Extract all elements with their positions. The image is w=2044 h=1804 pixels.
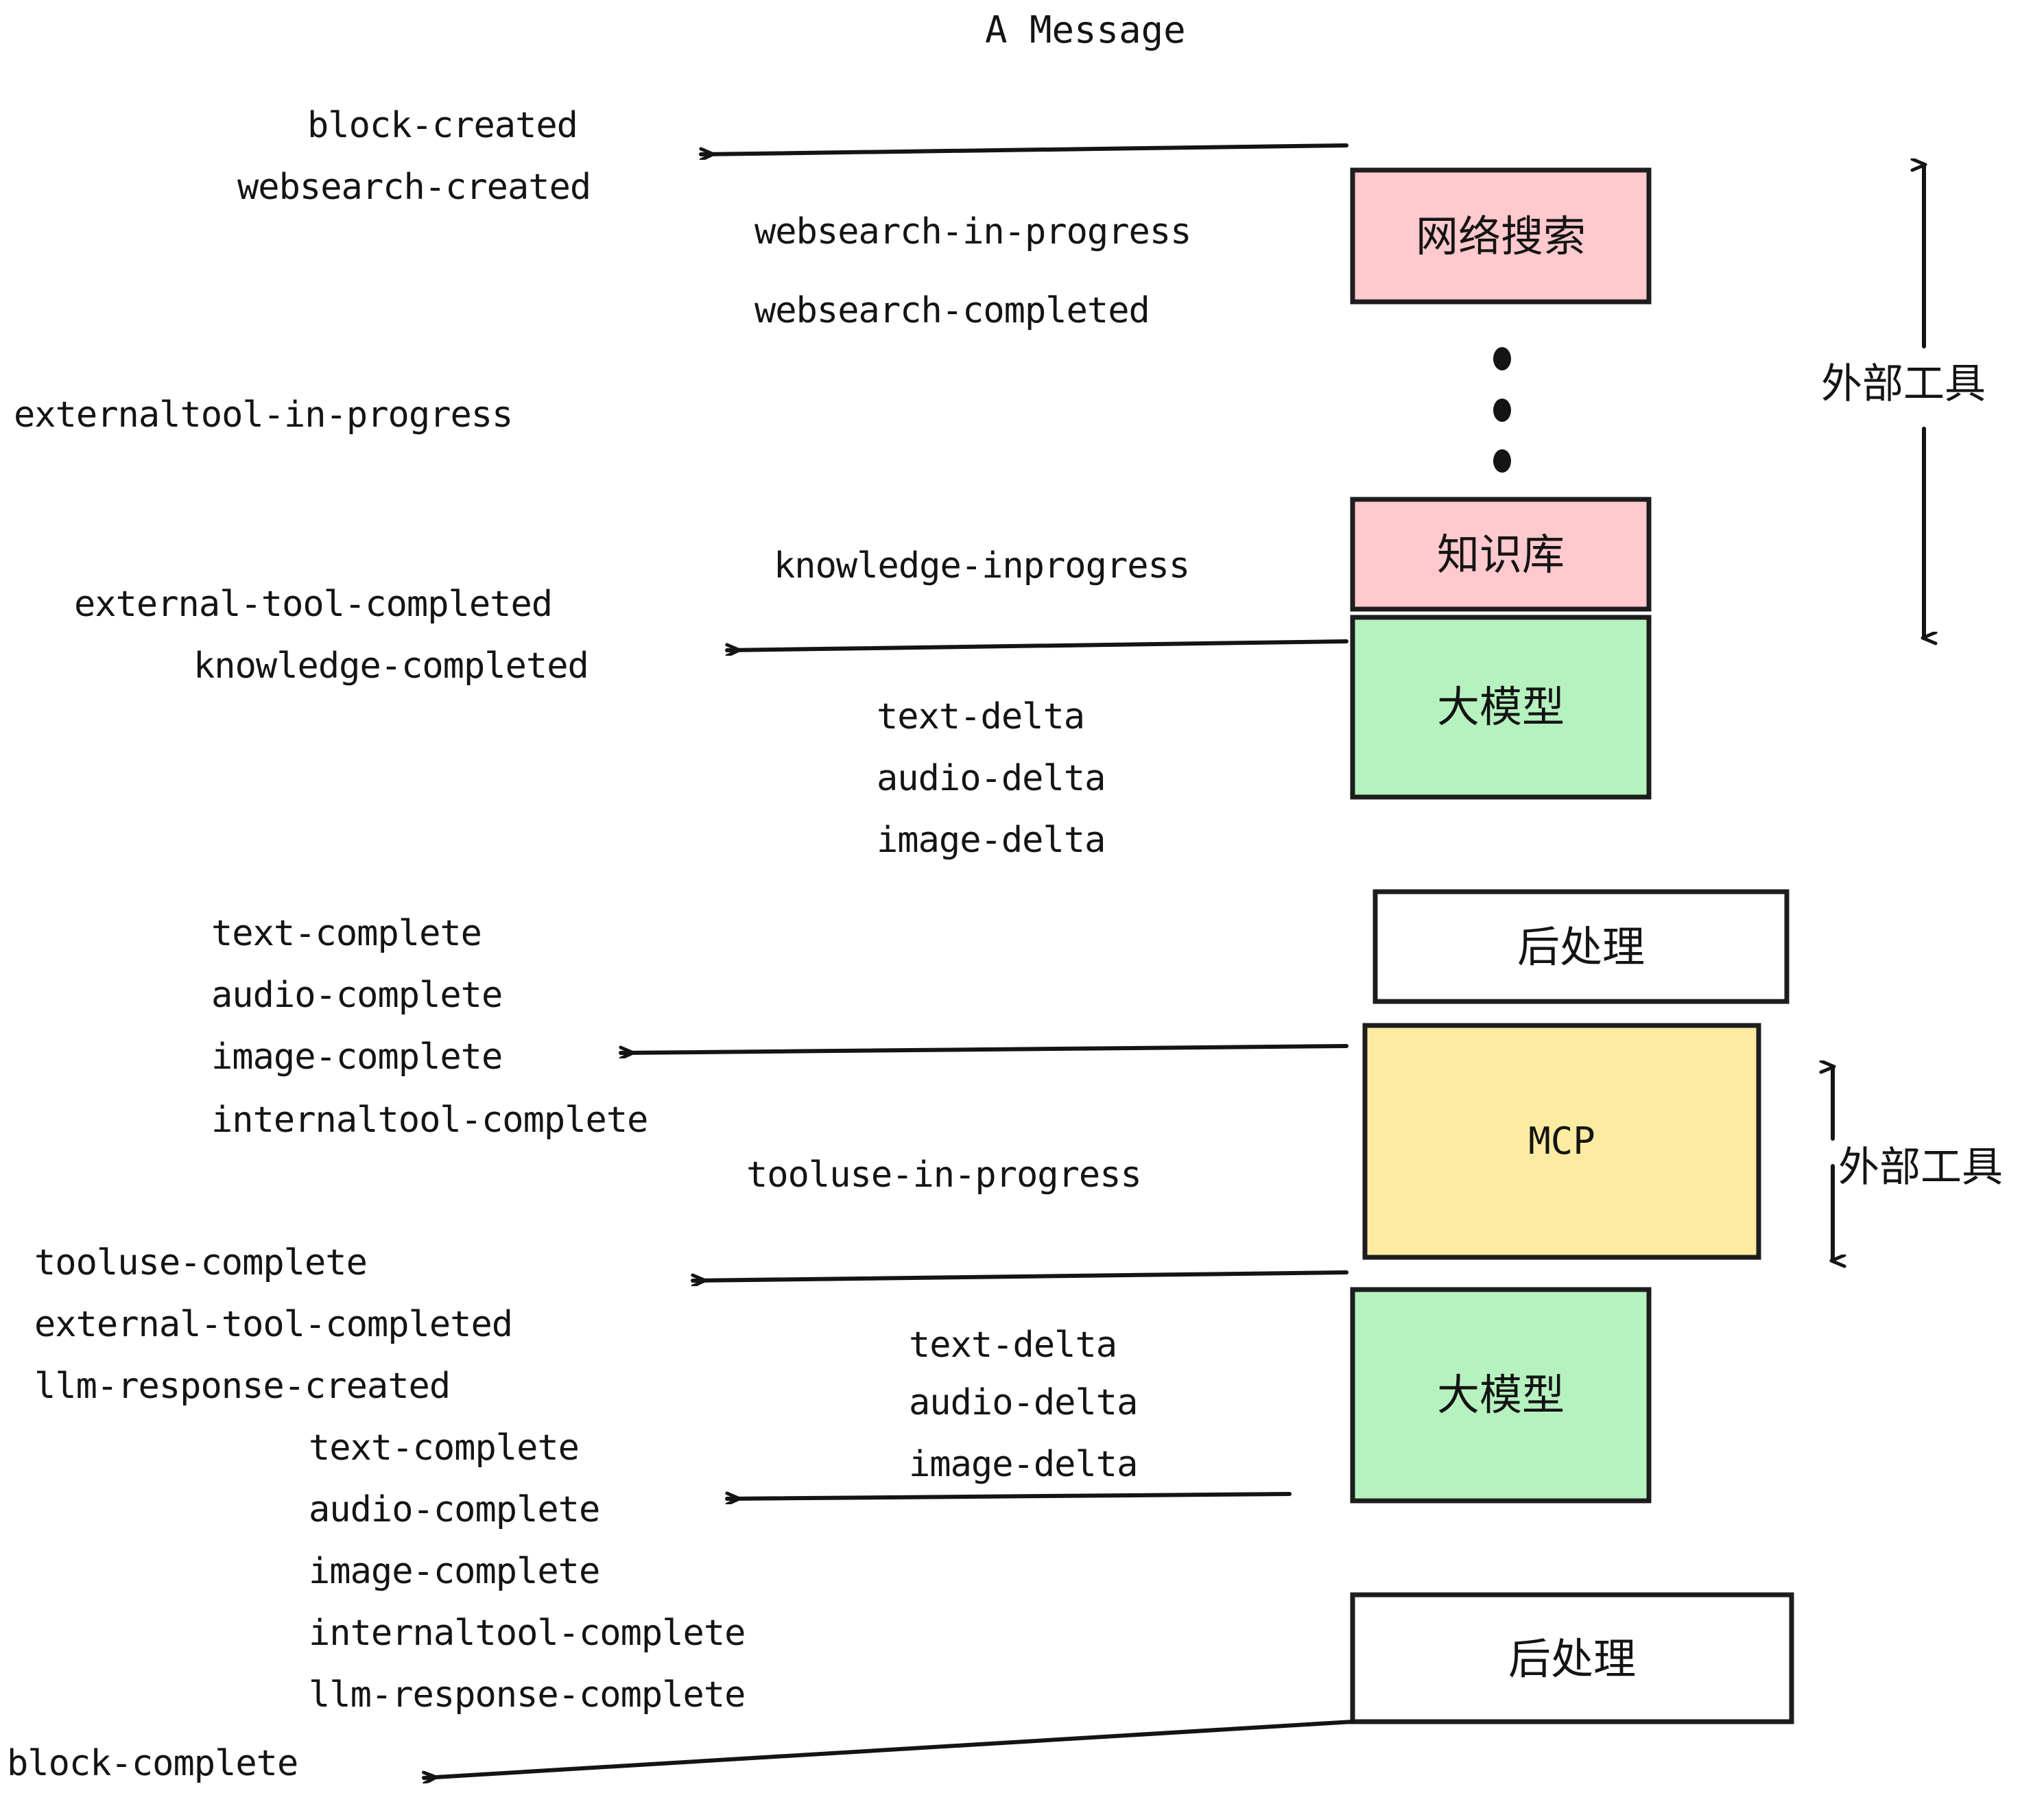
- arrow-mcp-to-tooluse-complete: [691, 1270, 1348, 1281]
- ellipsis-dot: [1493, 399, 1511, 422]
- event-label-tooluse-in-progress: tooluse-in-progress: [746, 1154, 1141, 1196]
- ellipsis-dots: [1493, 347, 1511, 473]
- page-title: A Message: [985, 8, 1186, 51]
- arrow-websearch-to-block-created: [699, 143, 1348, 154]
- node-post-top[interactable]: 后处理: [1372, 889, 1790, 1004]
- node-websearch-label: 网络搜索: [1416, 211, 1586, 261]
- arrow-llm-bottom-to-audio-complete: [725, 1494, 1292, 1499]
- arrow-knowledge-to-knowledge-completed: [725, 639, 1348, 650]
- side-annotation-external-tools-top: 外部工具: [1821, 165, 1986, 638]
- node-llm-top[interactable]: 大模型: [1350, 615, 1652, 800]
- external-tools-bottom-label: 外部工具: [1838, 1143, 2003, 1191]
- event-label-audio-delta-2: audio-delta: [909, 1382, 1137, 1423]
- event-label-external-tool-completed-2: external-tool-completed: [34, 1304, 512, 1345]
- event-label-tooluse-complete: tooluse-complete: [34, 1242, 367, 1283]
- node-post-top-rect[interactable]: [1372, 889, 1790, 1004]
- event-label-external-tool-completed-1: external-tool-completed: [74, 584, 552, 625]
- node-post-bottom[interactable]: 后处理: [1350, 1592, 1794, 1724]
- node-knowledge-label: 知识库: [1437, 530, 1565, 580]
- side-annotation-external-tools-bottom: 外部工具: [1833, 1067, 2003, 1261]
- event-label-externaltool-in-progress: externaltool-in-progress: [14, 394, 512, 436]
- event-label-audio-delta-1: audio-delta: [877, 758, 1105, 799]
- node-llm-top-rect[interactable]: [1350, 615, 1652, 800]
- ellipsis-dot: [1493, 449, 1511, 473]
- event-label-image-delta-2: image-delta: [909, 1444, 1137, 1485]
- node-llm-bottom-label: 大模型: [1437, 1370, 1565, 1420]
- event-label-internaltool-complete-2: internaltool-complete: [309, 1613, 745, 1654]
- event-label-image-delta-1: image-delta: [877, 820, 1105, 861]
- node-mcp[interactable]: MCP: [1362, 1023, 1761, 1260]
- node-knowledge[interactable]: 知识库: [1350, 497, 1652, 612]
- node-websearch-rect[interactable]: [1350, 167, 1652, 305]
- event-label-text-delta-2: text-delta: [909, 1325, 1117, 1366]
- node-llm-bottom[interactable]: 大模型: [1350, 1287, 1652, 1504]
- event-label-llm-response-created: llm-response-created: [34, 1366, 450, 1407]
- event-label-knowledge-completed: knowledge-completed: [193, 645, 589, 687]
- event-label-websearch-created: websearch-created: [237, 167, 591, 208]
- event-label-knowledge-inprogress: knowledge-inprogress: [774, 545, 1189, 586]
- event-label-audio-complete-1: audio-complete: [211, 975, 502, 1016]
- event-label-image-complete-2: image-complete: [309, 1551, 599, 1592]
- event-label-block-created: block-created: [307, 105, 578, 146]
- event-label-text-complete-2: text-complete: [309, 1427, 579, 1469]
- node-llm-top-label: 大模型: [1437, 682, 1565, 732]
- node-post-top-label: 后处理: [1517, 922, 1645, 972]
- event-label-text-delta-1: text-delta: [877, 696, 1084, 737]
- event-label-llm-response-complete: llm-response-complete: [309, 1674, 745, 1716]
- node-post-bottom-rect[interactable]: [1350, 1592, 1794, 1724]
- event-label-internaltool-complete-1: internaltool-complete: [211, 1100, 647, 1141]
- node-mcp-rect[interactable]: [1362, 1023, 1761, 1260]
- node-mcp-label: MCP: [1528, 1119, 1595, 1163]
- event-label-block-complete: block-complete: [7, 1743, 298, 1784]
- event-label-websearch-in-progress: websearch-in-progress: [754, 211, 1191, 252]
- arrow-llm-to-image-complete: [619, 1044, 1348, 1053]
- event-label-websearch-completed: websearch-completed: [754, 290, 1150, 331]
- node-llm-bottom-rect[interactable]: [1350, 1287, 1652, 1504]
- node-websearch[interactable]: 网络搜索: [1350, 167, 1652, 305]
- node-post-bottom-label: 后处理: [1508, 1634, 1636, 1684]
- event-label-audio-complete-2: audio-complete: [309, 1489, 599, 1530]
- event-label-text-complete-1: text-complete: [211, 913, 482, 954]
- arrow-post-bottom-to-block-complete: [422, 1720, 1355, 1778]
- external-tools-top-label: 外部工具: [1821, 360, 1986, 408]
- node-knowledge-rect[interactable]: [1350, 497, 1652, 612]
- event-label-image-complete-1: image-complete: [211, 1036, 502, 1078]
- ellipsis-dot: [1493, 347, 1511, 370]
